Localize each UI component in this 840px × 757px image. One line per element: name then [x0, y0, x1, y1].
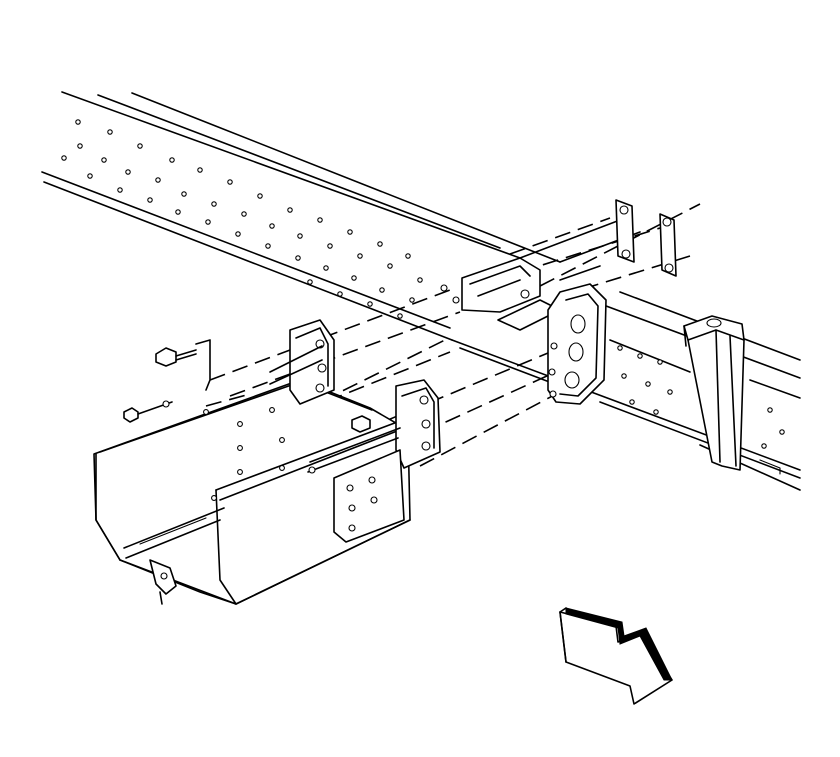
front-shield-bracket [269, 319, 335, 405]
upper-mounting-bracket [440, 257, 561, 331]
skid-shield [93, 379, 411, 605]
rear-shield-bracket [395, 379, 441, 469]
rear-mounting-bracket [547, 283, 607, 405]
rear-body-mount [683, 315, 745, 471]
shield-support-plate [307, 427, 405, 543]
fastener-plate [615, 199, 677, 277]
frame-side-rail [41, 91, 801, 491]
rail-rivet-holes [61, 119, 785, 449]
mounting-nut [123, 400, 371, 474]
direction-arrow-icon [559, 607, 673, 705]
mounting-bolt [155, 339, 211, 391]
